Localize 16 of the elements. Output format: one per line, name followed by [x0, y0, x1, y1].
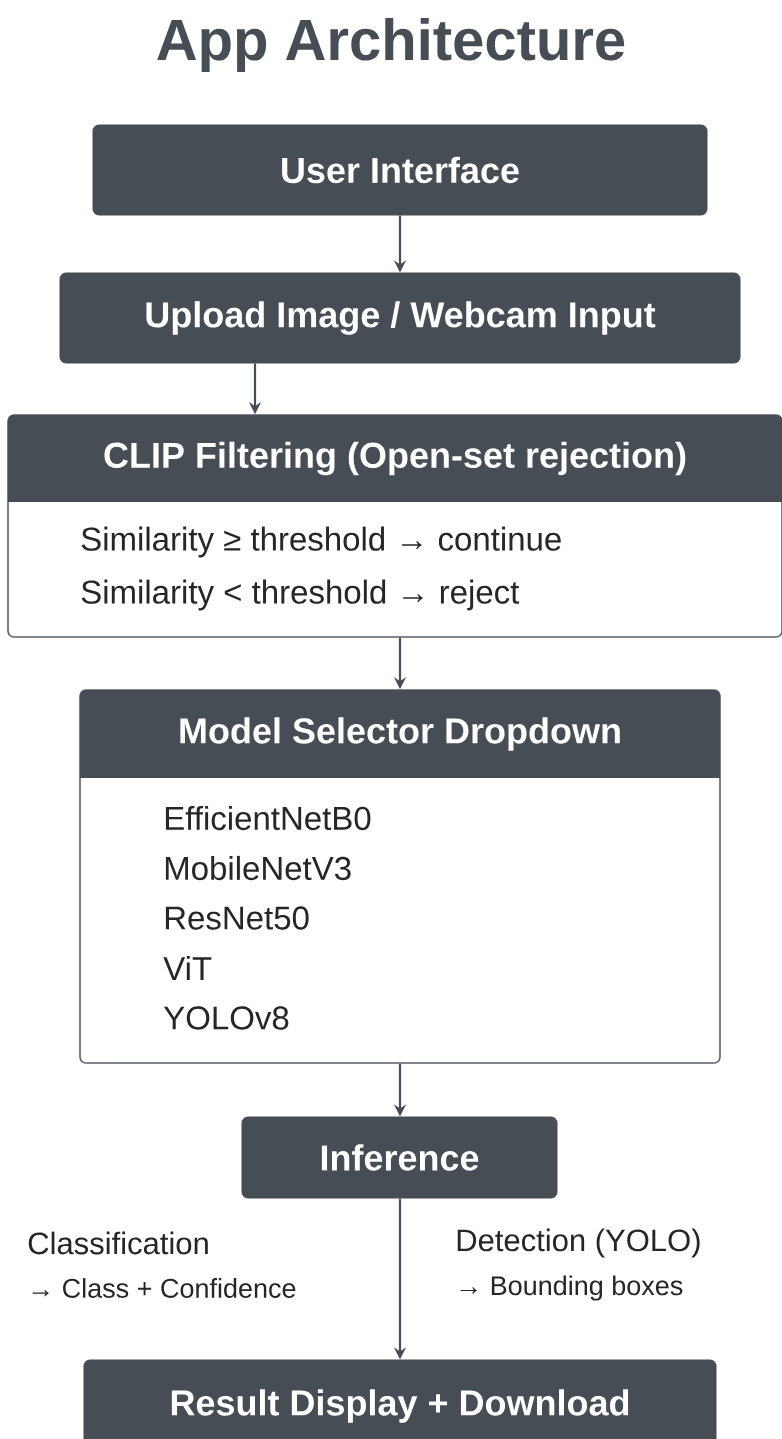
- list-item: YOLOv8: [163, 1006, 289, 1030]
- list-item: Similarity < threshold → reject: [81, 579, 520, 611]
- list-item: EfficientNetB0: [165, 805, 371, 831]
- list-item: ViT: [163, 956, 212, 980]
- list-item: Similarity ≥ threshold → continue: [81, 526, 561, 558]
- note-text: Detection (YOLO): [457, 1228, 700, 1258]
- list-item: MobileNetV3: [165, 855, 351, 881]
- process-box: Result Display + Download: [83, 1359, 717, 1439]
- note-text: → Class + Confidence: [32, 1278, 296, 1298]
- list-item: ResNet50: [165, 906, 309, 930]
- note-text: → Bounding boxes: [460, 1275, 683, 1301]
- note-text: Classification: [28, 1231, 208, 1255]
- process-box: Upload Image / Webcam Input: [59, 272, 741, 364]
- title: App Architecture: [157, 17, 625, 72]
- process-box: Inference: [241, 1116, 558, 1199]
- process-box: User Interface: [92, 124, 708, 216]
